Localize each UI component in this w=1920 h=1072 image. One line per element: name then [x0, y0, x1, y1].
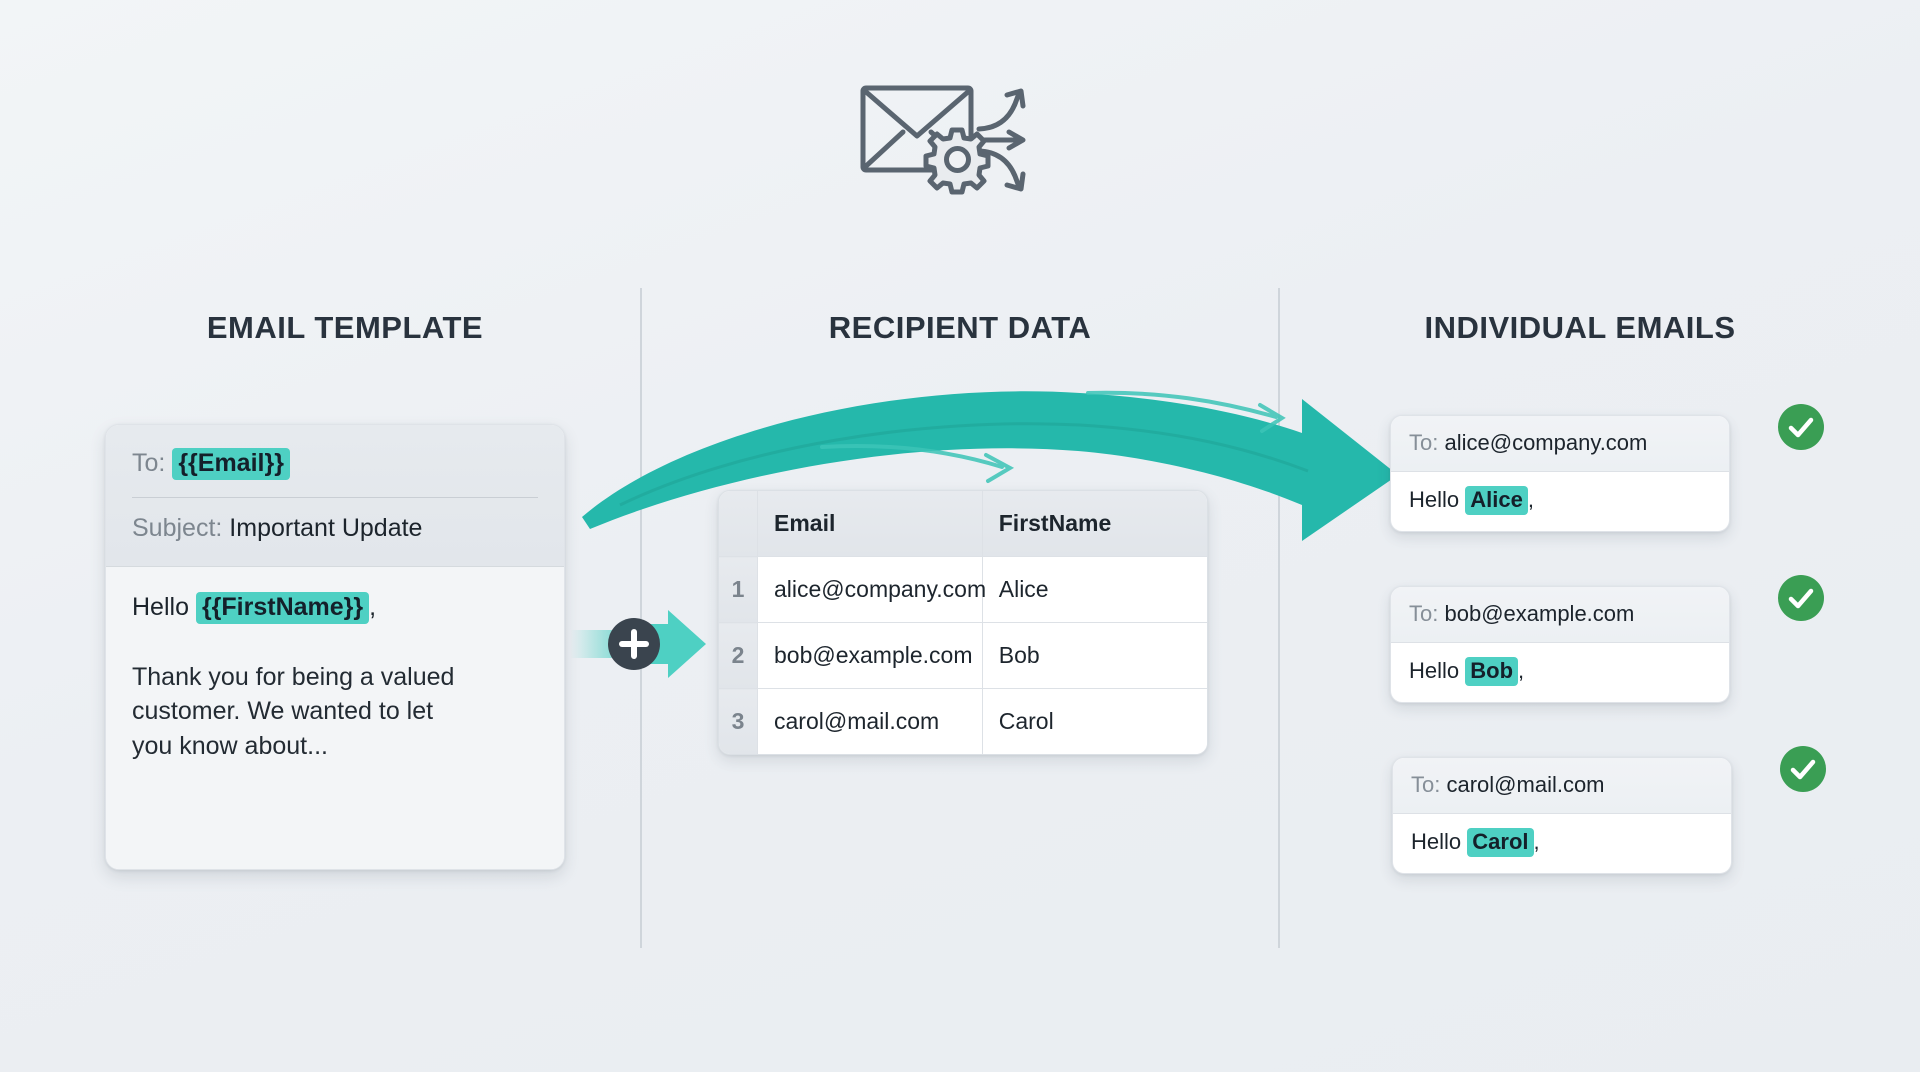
row-number: 2	[719, 622, 758, 689]
motion-trail-arrow-lower	[820, 444, 1015, 483]
status-badge-sent	[1778, 575, 1824, 621]
template-greeting-prefix: Hello	[132, 592, 189, 621]
template-subject-label: Subject:	[132, 513, 223, 542]
template-greeting-suffix: ,	[369, 592, 377, 621]
cell-email: bob@example.com	[757, 622, 983, 689]
diverging-arrows-icon	[976, 88, 1026, 192]
individual-email-card[interactable]: To: alice@company.com Hello Alice,	[1390, 415, 1730, 532]
template-subject-row: Subject: Important Update	[132, 512, 538, 546]
template-subject-value: Important Update	[229, 513, 423, 542]
column-title-individual-emails: INDIVIDUAL EMAILS	[1424, 310, 1736, 345]
cell-firstname: Alice	[982, 556, 1207, 623]
output-merged-name: Carol	[1467, 828, 1534, 857]
cell-email: alice@company.com	[757, 556, 986, 623]
cell-firstname: Carol	[982, 688, 1207, 754]
email-template-card[interactable]: To: {{Email}} Subject: Important Update …	[105, 424, 565, 870]
table-row[interactable]: 2 bob@example.com Bob	[719, 622, 1207, 689]
motion-trail-arrow-upper	[1086, 390, 1286, 433]
template-to-row: To: {{Email}}	[132, 447, 538, 481]
row-number: 3	[719, 688, 758, 754]
output-merged-name: Alice	[1465, 486, 1528, 515]
output-greeting-row: Hello Alice,	[1391, 472, 1729, 531]
table-header-row: Email FirstName	[719, 491, 1207, 557]
check-icon	[1788, 417, 1814, 438]
mail-merge-header-icon	[855, 70, 1070, 195]
plus-icon	[619, 629, 649, 659]
check-icon	[1790, 759, 1816, 780]
output-greeting-suffix: ,	[1518, 658, 1525, 683]
column-divider-right	[1278, 288, 1280, 948]
template-header-divider	[132, 496, 538, 498]
template-header: To: {{Email}} Subject: Important Update	[106, 425, 564, 567]
template-to-label: To:	[132, 449, 166, 477]
check-icon	[1788, 588, 1814, 609]
output-to-label: To:	[1411, 772, 1441, 797]
column-title-recipient-data: RECIPIENT DATA	[828, 310, 1092, 345]
table-header-firstname: FirstName	[982, 491, 1207, 557]
column-title-email-template: EMAIL TEMPLATE	[206, 310, 484, 345]
template-body: Hello {{FirstName}}, Thank you for being…	[106, 566, 564, 869]
template-to-token: {{Email}}	[172, 448, 290, 480]
table-header-gutter	[719, 491, 758, 557]
template-body-text: Thank you for being a valued customer. W…	[132, 662, 455, 760]
output-merged-name: Bob	[1465, 657, 1519, 686]
output-to-value: bob@example.com	[1444, 601, 1635, 626]
output-to-label: To:	[1409, 430, 1439, 455]
template-greeting-row: Hello {{FirstName}},	[132, 591, 538, 624]
table-header-email: Email	[757, 491, 983, 557]
template-firstname-token: {{FirstName}}	[195, 591, 370, 624]
cell-email: carol@mail.com	[757, 688, 983, 754]
output-greeting-suffix: ,	[1527, 487, 1534, 512]
status-badge-sent	[1780, 746, 1826, 792]
individual-email-card[interactable]: To: bob@example.com Hello Bob,	[1390, 586, 1730, 703]
individual-email-card[interactable]: To: carol@mail.com Hello Carol,	[1392, 757, 1732, 874]
output-to-value: alice@company.com	[1444, 430, 1648, 455]
output-to-value: carol@mail.com	[1446, 772, 1605, 797]
status-badge-sent	[1778, 404, 1824, 450]
output-to-row: To: alice@company.com	[1391, 416, 1729, 472]
recipient-data-table[interactable]: Email FirstName 1 alice@company.com Alic…	[718, 490, 1208, 755]
column-divider-left	[640, 288, 642, 948]
connector-arrow-head	[642, 610, 706, 678]
output-greeting-row: Hello Bob,	[1391, 643, 1729, 702]
cell-firstname: Bob	[982, 622, 1207, 689]
output-greeting-row: Hello Carol,	[1393, 814, 1731, 873]
output-to-row: To: bob@example.com	[1391, 587, 1729, 643]
output-to-row: To: carol@mail.com	[1393, 758, 1731, 814]
merge-connector	[570, 596, 720, 692]
output-greeting-prefix: Hello	[1409, 487, 1460, 512]
table-row[interactable]: 3 carol@mail.com Carol	[719, 688, 1207, 754]
output-greeting-suffix: ,	[1533, 829, 1540, 854]
table-row[interactable]: 1 alice@company.com Alice	[719, 556, 1207, 623]
output-greeting-prefix: Hello	[1409, 658, 1460, 683]
row-number: 1	[719, 556, 758, 623]
output-greeting-prefix: Hello	[1411, 829, 1462, 854]
gear-icon	[923, 127, 991, 195]
output-to-label: To:	[1409, 601, 1439, 626]
